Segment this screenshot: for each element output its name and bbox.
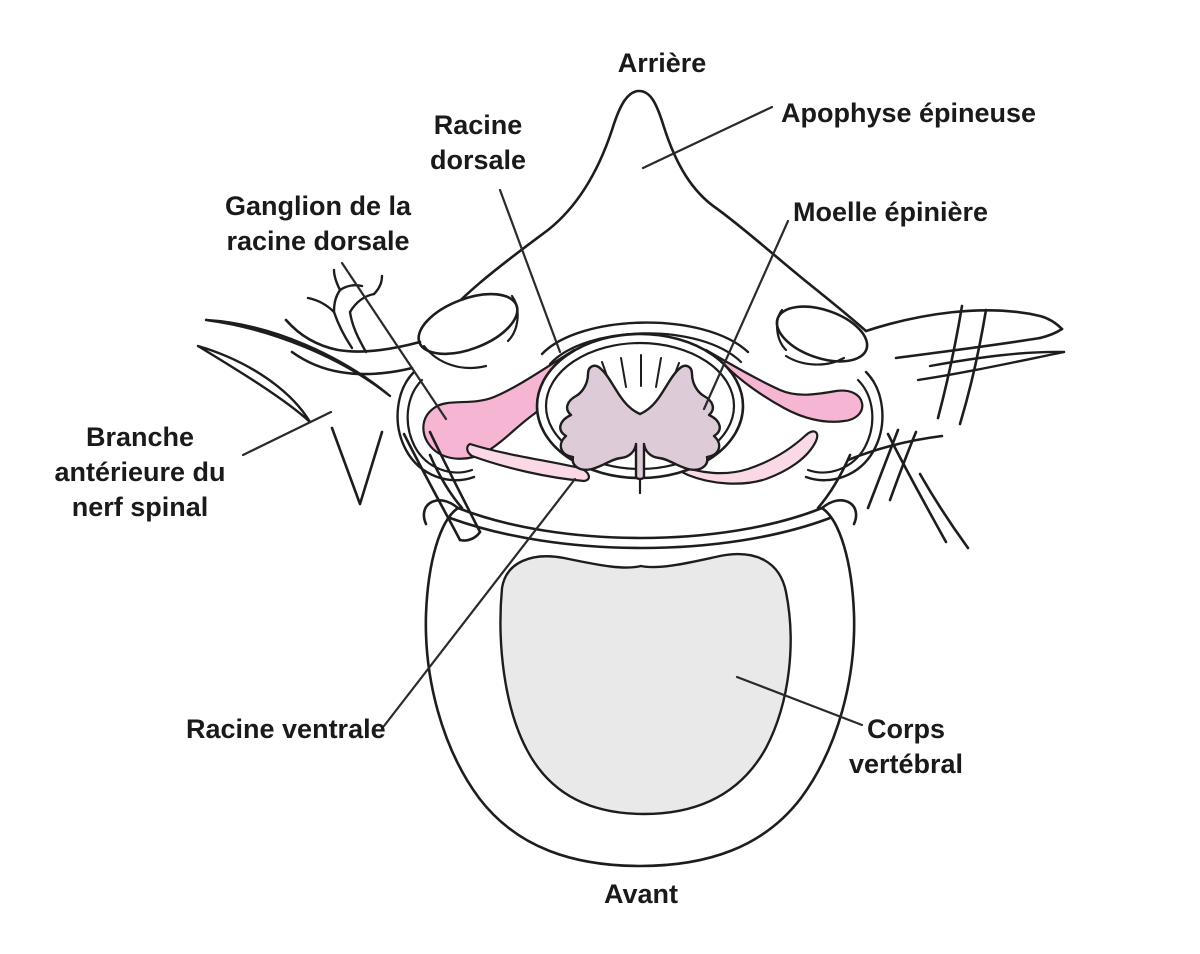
nerve-spindle-right [916,350,1066,382]
label-apophyse-epineuse: Apophyse épineuse [781,98,1037,128]
crossing-branch-right [936,304,988,426]
dorsal-root-right [704,348,864,423]
label-ganglion: Ganglion de la racine dorsale [224,191,412,257]
pedicle-left [428,453,464,510]
vertebral-body-posterior-line [448,516,832,550]
label-moelle-epiniere: Moelle épinière [793,197,989,227]
root-trough-left-outer [396,370,476,482]
nerve-trunk-right-lower-edge [894,336,1042,360]
spinous-process-outline [422,89,868,342]
articular-facet-right [775,305,869,363]
facet-right-echo [784,354,846,366]
nerve-trunk-left-upper-edge [284,318,422,353]
facet-left-echo [422,344,488,370]
ventral-root-left [466,442,590,483]
leader-lines [241,105,864,728]
uncinate-process-left [422,498,460,526]
leader-corps-vertebral [735,675,864,727]
nerve-twigs-left [306,268,384,354]
leader-apophyse-epineuse [641,105,774,170]
nerve-trunk-left-lower-edge [290,350,414,376]
nerve-spindle-left-lower [196,344,312,424]
label-corps-vertebral: Corps vertébral [848,714,964,780]
pedicle-right [816,453,852,510]
nerve-trunk-right-tip [1038,327,1064,340]
leader-racine-ventrale [382,477,577,728]
facet-left-fold [506,294,519,343]
root-trough-right-inner [806,378,874,474]
leader-moelle-epiniere [702,219,790,411]
uncinate-process-right [820,498,858,526]
nerve-spindle-left-upper [204,318,392,398]
leader-racine-dorsale [498,188,562,354]
root-trough-left-inner [406,378,474,474]
lamina-arch-outer [540,321,750,356]
nerve-trunk-right-upper-edge [864,309,1064,333]
inferior-limbs-right [846,428,970,550]
inferior-process-left-v [330,426,384,506]
label-racine-ventrale: Racine ventrale [186,714,386,744]
label-arriere: Arrière [617,48,707,78]
label-racine-dorsale: Racine dorsale [429,110,527,176]
label-avant: Avant [603,879,679,909]
inferior-limb-left [402,430,482,542]
facet-right-fold [776,308,788,352]
label-branche-anterieure: Branche antérieure du nerf spinal [54,422,226,523]
vertebral-body-interior [499,552,792,816]
ventral-root-right [673,430,819,485]
leader-branche-anterieure [241,410,333,457]
leader-ganglion [340,261,448,421]
